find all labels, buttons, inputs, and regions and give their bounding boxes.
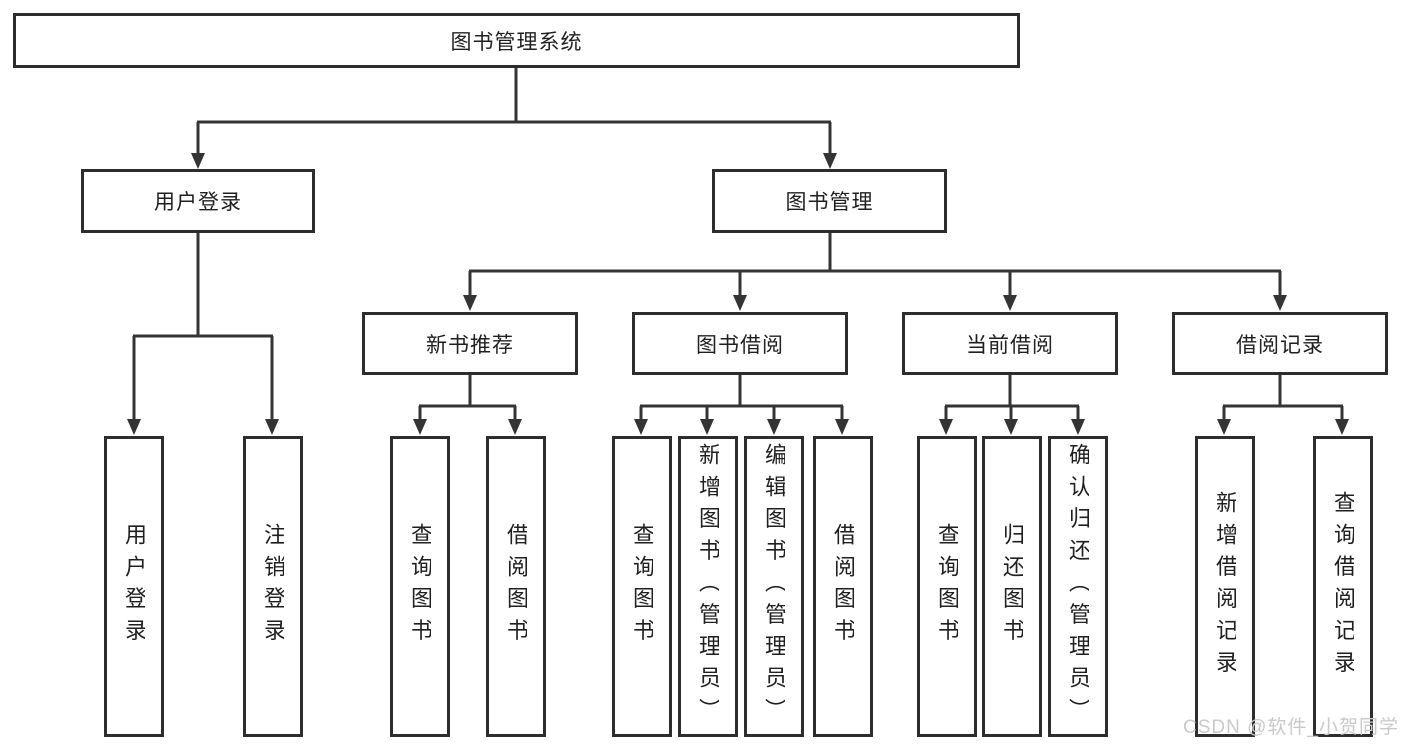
node-label: 用户登录: [123, 522, 145, 651]
node-label: 编辑图书（管理员）: [763, 442, 785, 731]
leaf-borrow-books: 借阅图书: [813, 436, 873, 737]
leaf-return-books: 归还图书: [982, 436, 1042, 737]
node-new-book-recommendation: 新书推荐: [362, 312, 578, 375]
node-label: 查询借阅记录: [1332, 490, 1354, 683]
node-book-management-group: 图书管理: [712, 169, 947, 233]
leaf-edit-books-admin: 编辑图书（管理员）: [744, 436, 804, 737]
leaf-confirm-return-admin: 确认归还（管理员）: [1048, 436, 1108, 737]
node-label: 新书推荐: [426, 333, 514, 357]
leaf-add-books-admin: 新增图书（管理员）: [678, 436, 738, 737]
leaf-add-borrow-record: 新增借阅记录: [1195, 436, 1255, 737]
node-label: 确认归还（管理员）: [1067, 442, 1089, 731]
leaf-query-books-current: 查询图书: [917, 436, 977, 737]
node-label: 借阅记录: [1236, 333, 1324, 357]
node-label: 图书管理: [785, 191, 874, 214]
node-current-borrowing: 当前借阅: [902, 312, 1118, 375]
leaf-user-login: 用户登录: [104, 436, 164, 737]
node-label: 归还图书: [1001, 522, 1023, 651]
leaf-borrow-books-recommend: 借阅图书: [486, 436, 546, 737]
node-label: 查询图书: [936, 522, 958, 651]
node-user-login-group: 用户登录: [81, 169, 315, 233]
node-label: 借阅图书: [832, 522, 854, 651]
leaf-query-books-borrow: 查询图书: [612, 436, 672, 737]
node-borrowing-records: 借阅记录: [1172, 312, 1388, 375]
node-label: 新增图书（管理员）: [697, 442, 719, 731]
node-label: 当前借阅: [966, 333, 1054, 357]
node-label: 新增借阅记录: [1214, 490, 1236, 683]
node-label: 用户登录: [154, 191, 242, 214]
node-label: 借阅图书: [505, 522, 527, 651]
leaf-query-books-recommend: 查询图书: [390, 436, 450, 737]
node-label: 查询图书: [631, 522, 653, 651]
csdn-watermark: CSDN @软件_小贺同学: [1183, 717, 1399, 738]
node-library-management-system: 图书管理系统: [13, 13, 1020, 68]
node-label: 图书借阅: [696, 333, 784, 357]
node-label: 注销登录: [262, 522, 284, 651]
node-label: 图书管理系统: [450, 30, 583, 54]
node-label: 查询图书: [409, 522, 431, 651]
leaf-logout: 注销登录: [243, 436, 303, 737]
node-book-borrowing: 图书借阅: [632, 312, 848, 375]
leaf-query-borrow-record: 查询借阅记录: [1313, 436, 1373, 737]
